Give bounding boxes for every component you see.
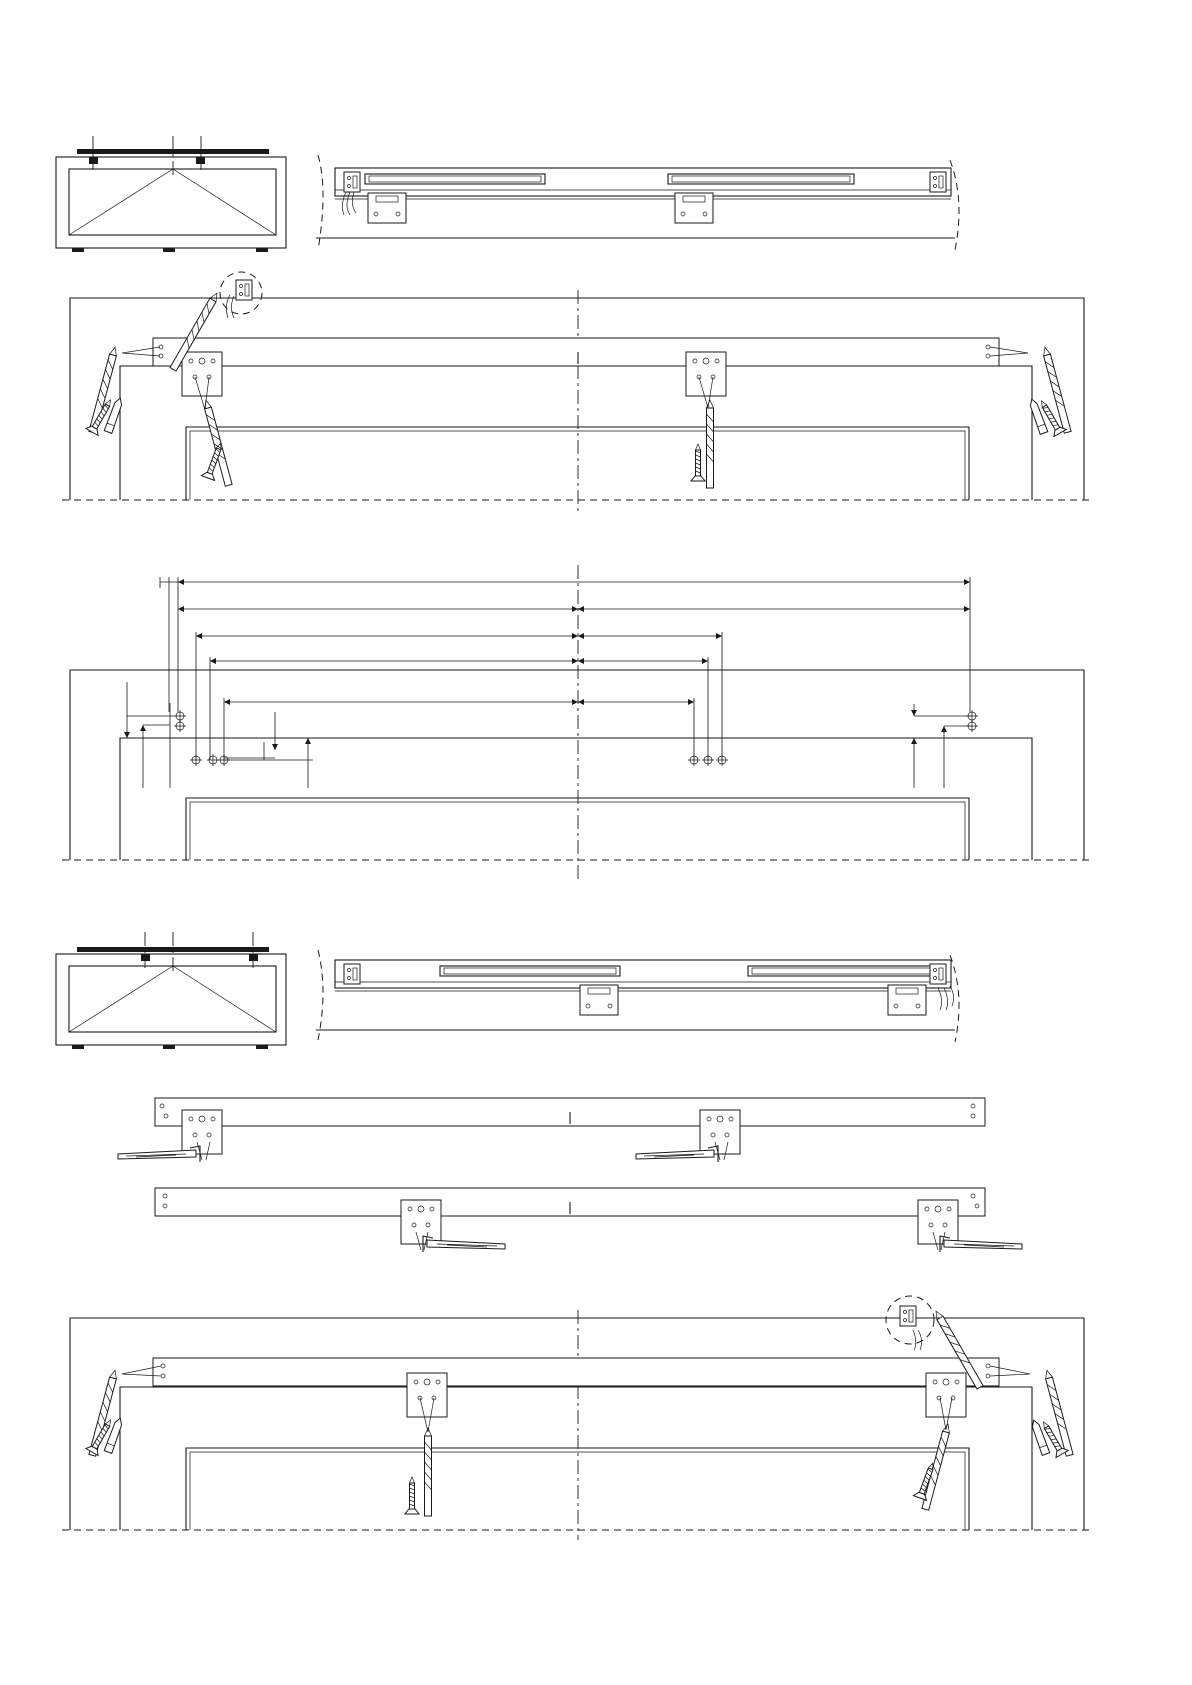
door-elevation-small: [56, 136, 286, 252]
allen-key-icon: [944, 1240, 1022, 1249]
overview-top-left: [56, 136, 959, 252]
bracket-center: [407, 1373, 447, 1417]
mounting-top-left: [62, 272, 1090, 512]
drilling-dimensions: [62, 565, 1090, 880]
allen-key-icon: [118, 1150, 196, 1159]
hole-marker-icon: [716, 754, 728, 766]
bracket-left: [182, 352, 222, 396]
cable-icon: [342, 192, 356, 215]
screw-icon: [691, 444, 705, 481]
drill-bit-icon: [707, 400, 714, 488]
drill-bit-icon: [922, 1423, 952, 1510]
operator-assembly-view: [316, 155, 959, 250]
bracket-center: [686, 352, 726, 396]
hole-marker-icon: [688, 754, 700, 766]
mounting-top-right: [62, 1296, 1090, 1540]
hole-marker-icon: [190, 754, 202, 766]
allen-key-icon: [427, 1240, 505, 1249]
detail-callout: [220, 272, 262, 318]
overview-top-right: [56, 932, 959, 1049]
drill-bit-icon: [425, 1428, 432, 1516]
operator-assembly-view: [316, 950, 959, 1042]
hole-marker-icon: [174, 720, 186, 732]
hole-marker-icon: [702, 754, 714, 766]
mounting-plate: [153, 338, 999, 366]
door-elevation-small: [56, 932, 286, 1049]
arm-brackets: [118, 1098, 1022, 1252]
hole-marker-icon: [966, 720, 978, 732]
allen-key-icon: [636, 1150, 714, 1159]
screw-icon: [405, 1477, 419, 1514]
hole-marker-icon: [207, 754, 219, 766]
cable-icon: [938, 986, 954, 1010]
mounting-plate: [153, 1358, 999, 1386]
hole-marker-icon: [218, 754, 230, 766]
bracket-right: [926, 1373, 966, 1417]
drill-bit-icon: [1042, 346, 1072, 433]
detail-callout: [886, 1296, 934, 1350]
